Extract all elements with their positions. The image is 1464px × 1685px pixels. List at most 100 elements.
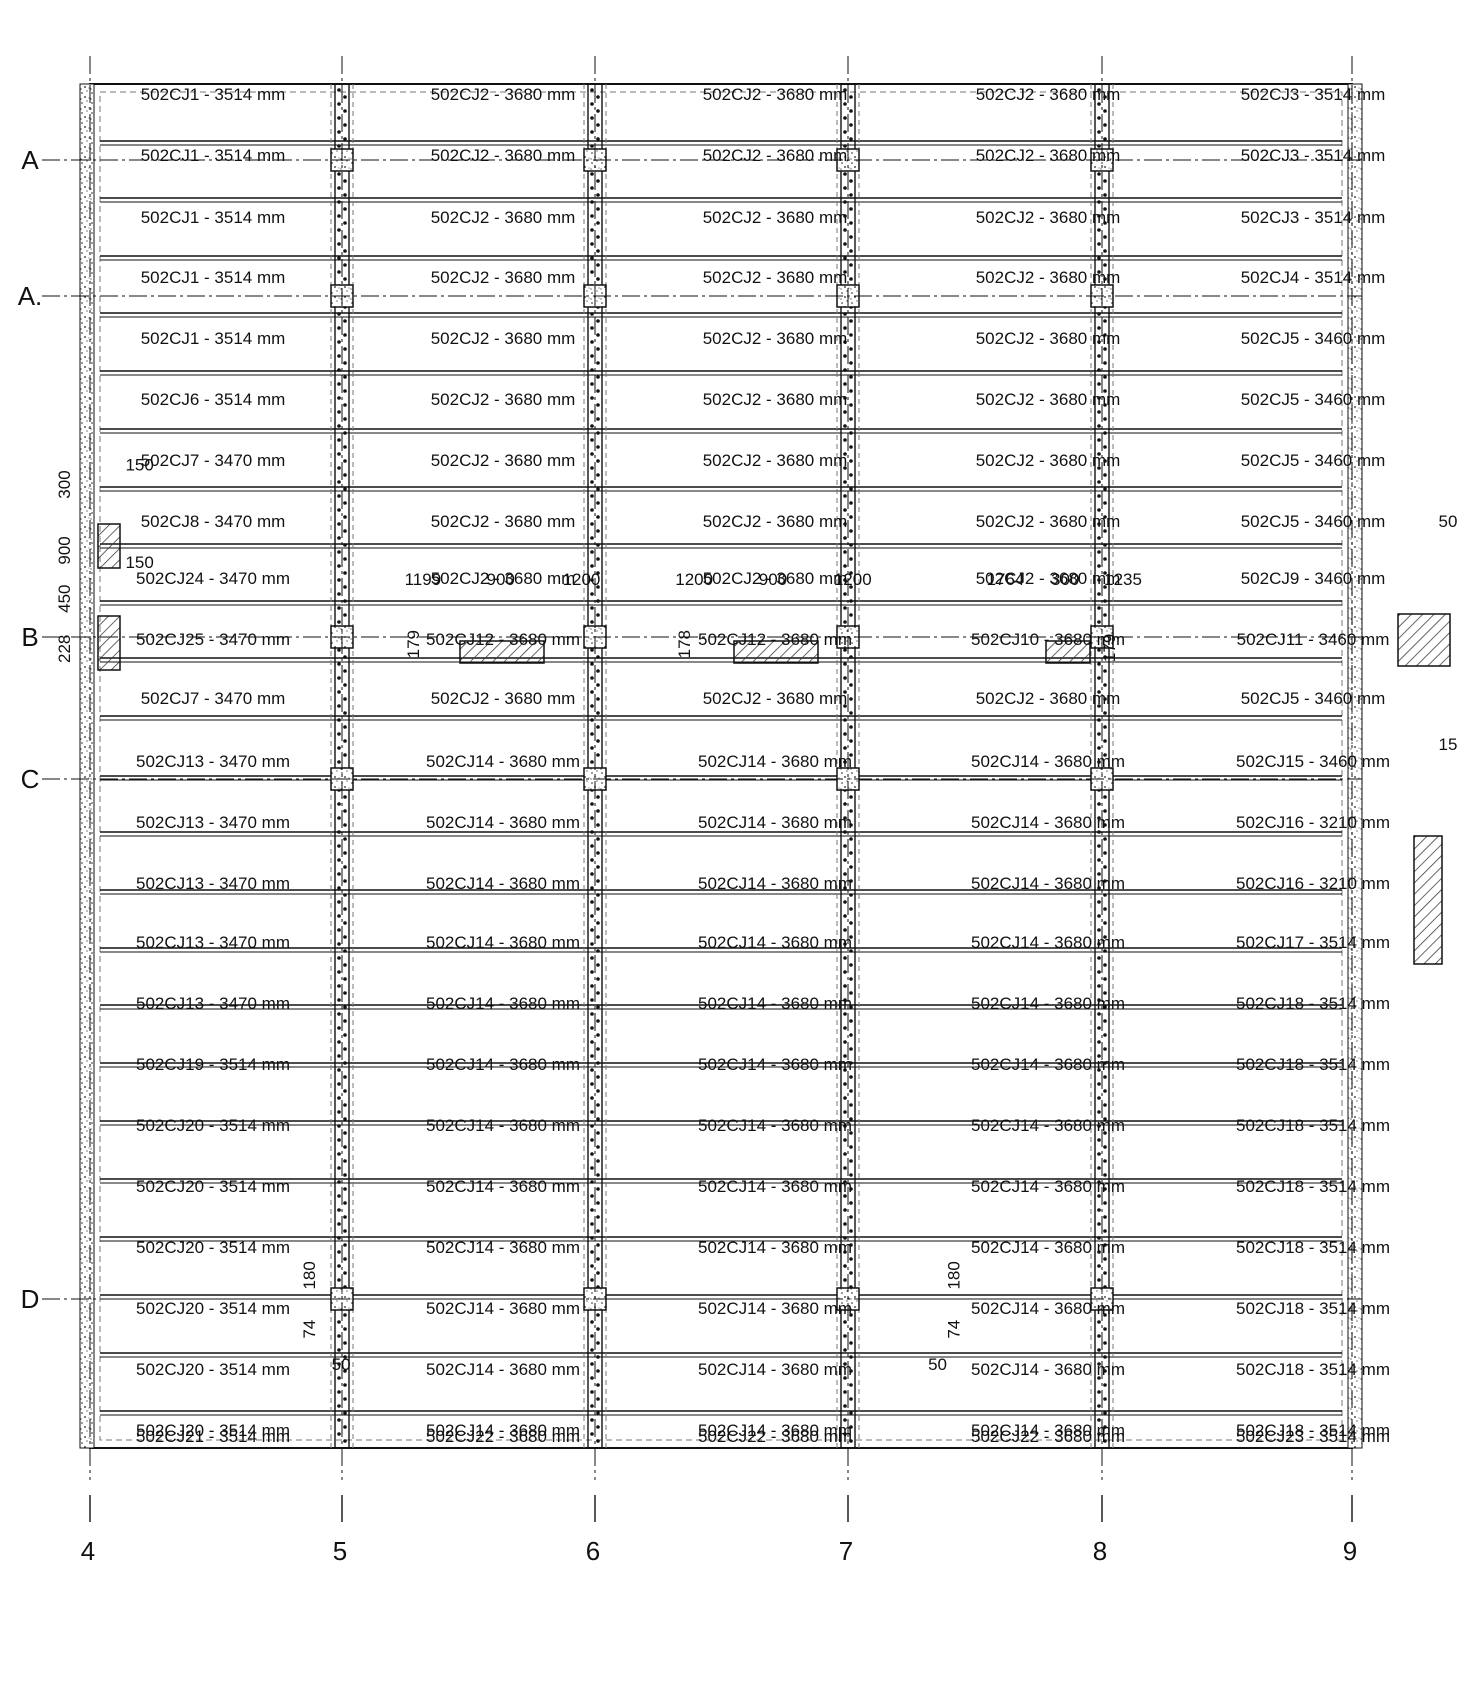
panel-label: 502CJ1 - 3514 mm — [141, 208, 286, 227]
panel-label: 502CJ14 - 3680 mm — [426, 1177, 580, 1196]
bolt-dot — [1103, 1047, 1107, 1051]
bolt-dot — [1103, 907, 1107, 911]
bolt-dot — [337, 88, 341, 92]
bolt-dot — [590, 102, 594, 106]
bolt-dot — [590, 1040, 594, 1044]
panel-label: 502CJ20 - 3514 mm — [136, 1177, 290, 1196]
bolt-dot — [849, 375, 853, 379]
bolt-dot — [337, 494, 341, 498]
panel-label: 502CJ14 - 3680 mm — [698, 1299, 852, 1318]
panel-label: 502CJ5 - 3460 mm — [1241, 390, 1386, 409]
bolt-dot — [596, 1411, 600, 1415]
bolt-dot — [1097, 858, 1101, 862]
bolt-dot — [343, 403, 347, 407]
bolt-dot — [1097, 452, 1101, 456]
panel-label: 502CJ14 - 3680 mm — [971, 1421, 1125, 1440]
bolt-dot — [337, 830, 341, 834]
panel-label: 502CJ14 - 3680 mm — [971, 813, 1125, 832]
bolt-dot — [590, 228, 594, 232]
bolt-dot — [843, 1180, 847, 1184]
bolt-dot — [843, 592, 847, 596]
bolt-dot — [1097, 1264, 1101, 1268]
bolt-dot — [343, 249, 347, 253]
bolt-dot — [590, 886, 594, 890]
left-wall — [79, 83, 95, 1449]
bolt-dot — [1103, 137, 1107, 141]
bolt-dot — [343, 655, 347, 659]
bolt-dot — [843, 844, 847, 848]
bolt-dot — [343, 1425, 347, 1429]
bolt-dot — [1103, 837, 1107, 841]
bolt-dot — [1103, 1005, 1107, 1009]
bolt-dot — [596, 1229, 600, 1233]
bolt-dot — [849, 1075, 853, 1079]
bolt-dot — [590, 1278, 594, 1282]
bolt-dot — [1097, 1180, 1101, 1184]
bolt-dot — [337, 872, 341, 876]
bolt-dot — [1103, 1383, 1107, 1387]
panel-label: 502CJ23 - 3514 mm — [1236, 1427, 1390, 1446]
panel-label: 502CJ14 - 3680 mm — [698, 1116, 852, 1135]
dimension-label: 1235 — [1104, 570, 1142, 589]
bolt-dot — [343, 347, 347, 351]
panel-label: 502CJ24 - 3470 mm — [136, 569, 290, 588]
bolt-dot — [1097, 1026, 1101, 1030]
grid-row-label: A — [21, 145, 39, 175]
bolt-dot — [596, 473, 600, 477]
bolt-dot — [1103, 361, 1107, 365]
opening-hatched — [733, 640, 819, 664]
panel-label: 502CJ13 - 3470 mm — [136, 752, 290, 771]
bolt-dot — [849, 557, 853, 561]
bolt-dot — [343, 585, 347, 589]
bolt-dot — [1103, 1411, 1107, 1415]
bolt-dot — [1097, 648, 1101, 652]
panel-label: 502CJ14 - 3680 mm — [698, 1177, 852, 1196]
panel-label: 502CJ2 - 3680 mm — [431, 689, 576, 708]
panel-label: 502CJ14 - 3680 mm — [698, 1360, 852, 1379]
bolt-dot — [849, 333, 853, 337]
panel-label: 502CJ2 - 3680 mm — [431, 85, 576, 104]
panel-label: 502CJ2 - 3680 mm — [976, 208, 1121, 227]
bolt-dot — [337, 1012, 341, 1016]
bolt-dot — [1097, 536, 1101, 540]
panel-label: 502CJ17 - 3514 mm — [1236, 933, 1390, 952]
panel-label: 502CJ13 - 3470 mm — [136, 933, 290, 952]
bolt-dot — [337, 648, 341, 652]
bolt-dot — [337, 1208, 341, 1212]
bolt-dot — [849, 599, 853, 603]
bolt-dot — [343, 1397, 347, 1401]
bolt-dot — [1103, 1075, 1107, 1079]
bolt-dot — [1103, 991, 1107, 995]
bolt-dot — [1103, 109, 1107, 113]
dimension-label: 1199 — [405, 570, 442, 589]
bolt-dot — [596, 235, 600, 239]
bolt-dot — [843, 690, 847, 694]
bolt-dot — [849, 473, 853, 477]
bolt-dot — [590, 214, 594, 218]
bolt-dot — [849, 347, 853, 351]
bolt-dot — [843, 270, 847, 274]
panel-label: 502CJ2 - 3680 mm — [976, 390, 1121, 409]
bolt-dot — [1097, 242, 1101, 246]
bolt-dot — [596, 1257, 600, 1261]
panel-label: 502CJ2 - 3680 mm — [976, 146, 1121, 165]
panel-label: 502CJ2 - 3680 mm — [976, 268, 1121, 287]
bolt-dot — [343, 543, 347, 547]
panel-label: 502CJ2 - 3680 mm — [431, 146, 576, 165]
panel-label: 502CJ18 - 3514 mm — [1236, 1055, 1390, 1074]
panel-label: 502CJ14 - 3680 mm — [971, 1055, 1125, 1074]
bolt-dot — [843, 508, 847, 512]
bolt-dot — [337, 676, 341, 680]
bolt-dot — [1097, 326, 1101, 330]
bolt-dot — [596, 1131, 600, 1135]
bolt-dot — [337, 1138, 341, 1142]
bolt-dot — [1103, 1103, 1107, 1107]
bolt-dot — [337, 1026, 341, 1030]
bolt-dot — [1103, 487, 1107, 491]
bolt-dot — [337, 1180, 341, 1184]
bolt-dot — [337, 956, 341, 960]
bolt-dot — [343, 1229, 347, 1233]
bolt-dot — [843, 452, 847, 456]
bolt-dot — [843, 1264, 847, 1268]
grid-column-label: 9 — [1343, 1536, 1357, 1566]
